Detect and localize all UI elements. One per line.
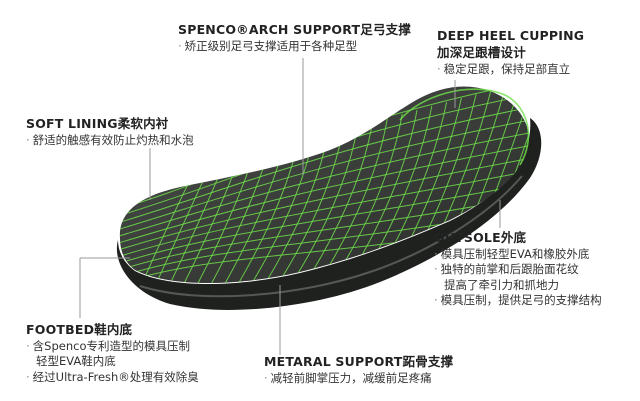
- callout-arch-support: SPENCO®ARCH SUPPORT足弓支撑 ·矫正级别足弓支撑适用于各种足型: [178, 22, 411, 54]
- callout-title: METARAL SUPPORT跖骨支撑: [264, 354, 454, 369]
- callout-line: 独特的前掌和后跟胎面花纹: [440, 262, 579, 277]
- callout-title: DEEP HEEL CUPPING: [437, 28, 585, 43]
- callout-line: 矫正级别足弓支撑适用于各种足型: [184, 38, 358, 53]
- callout-line: 模具压制，提供足弓的支撑结构: [440, 293, 602, 308]
- mesh-line: [119, 117, 529, 231]
- mesh-line: [119, 168, 529, 259]
- callout-line: 模具压制轻型EVA和橡胶外底: [440, 246, 590, 261]
- callout-line: 含Spenco专利造型的模具压制: [32, 338, 190, 353]
- mesh-line: [326, 117, 388, 270]
- mesh-line: [297, 125, 359, 274]
- mesh-line: [312, 121, 374, 272]
- bullet-dot: ·: [434, 262, 438, 277]
- callout-footbed: FOOTBED鞋内底 ·含Spenco专利造型的模具压制 轻型EVA鞋内底 ·经…: [26, 322, 199, 385]
- mesh-line: [119, 104, 529, 225]
- bullet-dot: ·: [434, 246, 438, 261]
- callout-title: FOOTBED鞋内底: [26, 322, 133, 337]
- mesh-line: [119, 155, 529, 252]
- bullet-dot: ·: [264, 370, 268, 385]
- mesh-line: [119, 143, 529, 245]
- callout-deep-heel-cupping: DEEP HEEL CUPPING 加深足跟槽设计 ·稳定足跟，保持足部直立: [437, 28, 584, 77]
- outsole-edge-highlight: [139, 175, 523, 298]
- callout-line: 提高了牵引力和抓地力: [444, 277, 559, 292]
- mesh-line: [386, 101, 448, 260]
- bullet-dot: ·: [26, 338, 30, 353]
- bullet-dot: ·: [434, 293, 438, 308]
- callout-line: 经过Ultra-Fresh®处理有效除臭: [32, 369, 199, 384]
- bullet-dot: ·: [26, 132, 30, 147]
- mesh-line: [119, 181, 529, 266]
- callout-line: 稳定足跟，保持足部直立: [443, 61, 571, 76]
- callout-line: 轻型EVA鞋内底: [36, 354, 116, 369]
- callout-line: 舒适的触感有效防止灼热和水泡: [32, 132, 194, 147]
- callout-line: 减轻前脚掌压力，减缓前足疼痛: [270, 370, 432, 385]
- callout-soft-lining: SOFT LINING柔软内衬 ·舒适的触感有效防止灼热和水泡: [26, 116, 194, 148]
- bullet-dot: ·: [437, 61, 441, 76]
- callout-title: SPENCO®ARCH SUPPORT足弓支撑: [178, 22, 412, 37]
- mesh-line: [119, 130, 529, 238]
- heel-cup-rim: [399, 88, 530, 166]
- callout-title: OUTSOLE外底: [434, 230, 527, 245]
- callout-subtitle: 加深足跟槽设计: [437, 44, 526, 60]
- mesh-line: [119, 194, 529, 272]
- bullet-dot: ·: [178, 38, 182, 53]
- callout-outsole: OUTSOLE外底 ·模具压制轻型EVA和橡胶外底 ·独特的前掌和后跟胎面花纹 …: [434, 230, 602, 309]
- callout-title: SOFT LINING柔软内衬: [26, 116, 169, 131]
- callout-metaral-support: METARAL SUPPORT跖骨支撑 ·减轻前脚掌压力，减缓前足疼痛: [264, 354, 453, 386]
- leader-lines: [79, 58, 501, 355]
- bullet-dot: ·: [26, 369, 30, 384]
